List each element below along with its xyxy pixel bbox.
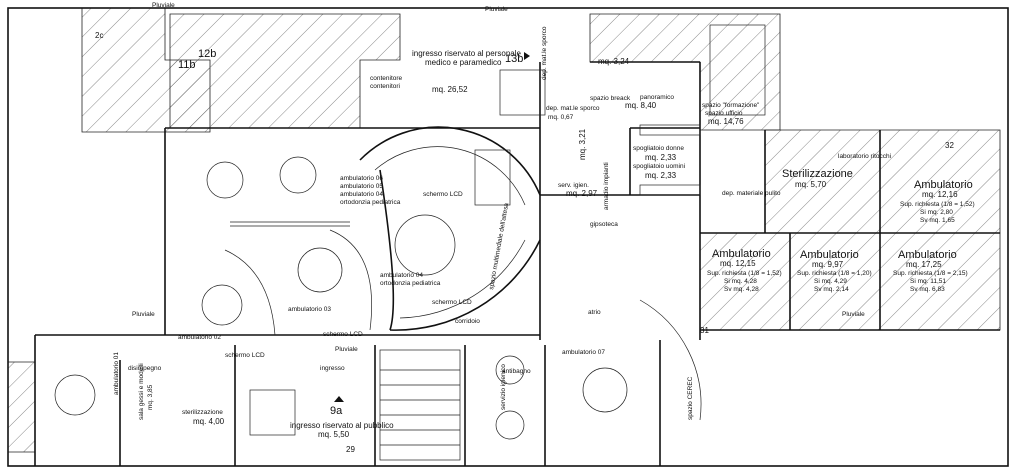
entrance-arrows bbox=[334, 52, 530, 402]
label-sterilizzazione2: sterilizzazione bbox=[182, 409, 223, 416]
label-sterilizzazione: Sterilizzazione bbox=[782, 168, 853, 180]
label-amb-c-sv: Sv mq. 2,14 bbox=[814, 286, 849, 293]
label-pluviale-center: Pluviale bbox=[335, 346, 358, 353]
label-amb-a-si: Si mq. 2,80 bbox=[920, 209, 953, 216]
label-amb-a-mq: mq. 12,16 bbox=[922, 190, 958, 199]
label-laboratorio: laboratorio ritocchi bbox=[838, 153, 891, 160]
label-steril2-mq: mq. 4,00 bbox=[193, 417, 225, 426]
room-labels: 2c Pluviale Pluviale 11b 12b 13b ingress… bbox=[95, 2, 975, 454]
label-amb-a: Ambulatorio bbox=[914, 179, 973, 191]
label-amb-01: ambulatorio 01 bbox=[113, 352, 120, 395]
label-pluviale-left: Pluviale bbox=[132, 311, 155, 318]
label-amb-c-sup: Sup. richiesta (1/8 = 1,20) bbox=[797, 270, 872, 277]
label-amb-d-sv: Sv mq. 6,83 bbox=[910, 286, 945, 293]
label-amb-04a: ambulatorio 04 bbox=[340, 191, 383, 198]
stairs bbox=[380, 369, 460, 446]
label-ufficio-mq: mq. 14,76 bbox=[708, 117, 744, 126]
label-atrio: atrio bbox=[588, 309, 601, 316]
label-steril-mq: mq. 5,70 bbox=[795, 180, 827, 189]
label-amb-b-mq: mq. 12,15 bbox=[720, 259, 756, 268]
label-dep-materiale2: dep. mat.le sporco bbox=[546, 105, 600, 112]
label-gipsoteca: gipsoteca bbox=[590, 221, 618, 228]
label-amb-b-sv: Sv mq. 4,28 bbox=[724, 286, 759, 293]
label-amb-03: ambulatorio 03 bbox=[288, 306, 331, 313]
label-servizio-igienico: servizio igienico bbox=[500, 364, 507, 410]
label-ingresso-pubblico: ingresso riservato al pubblico bbox=[290, 421, 394, 430]
label-dep-materiale1: dep. mat.le sporco bbox=[541, 26, 548, 80]
label-pubblico-mq: mq. 5,50 bbox=[318, 430, 350, 439]
label-mq-2652: mq. 26,52 bbox=[432, 85, 468, 94]
label-amb-05: ambulatorio 05 bbox=[340, 183, 383, 190]
label-amb-c: Ambulatorio bbox=[800, 249, 859, 261]
label-schermo4: schermo LCD bbox=[225, 352, 265, 359]
arrow-13b-icon bbox=[524, 52, 530, 60]
label-medico: medico e paramedico bbox=[425, 58, 502, 67]
label-amb-d-si: Si mq. 11,51 bbox=[910, 278, 946, 285]
label-amb-b: Ambulatorio bbox=[712, 248, 771, 260]
label-dep-materiale2-mq: mq. 0,67 bbox=[548, 114, 574, 121]
label-29: 29 bbox=[346, 445, 355, 454]
label-spazio-breack: spazio breack bbox=[590, 95, 631, 102]
furniture bbox=[54, 24, 766, 461]
label-2c: 2c bbox=[95, 31, 103, 40]
label-sala-gessi: sala gessi e modelli bbox=[138, 363, 145, 420]
label-armadio: armadio impianti bbox=[603, 162, 610, 210]
arrow-9a-icon bbox=[334, 396, 344, 402]
label-pluviale-top2: Pluviale bbox=[485, 6, 508, 13]
label-amb-c-si: Si mq. 4,29 bbox=[814, 278, 847, 285]
label-pluviale-top1: Pluviale bbox=[152, 2, 175, 9]
label-amb-d-sup: Sup. richiesta (1/8 = 2,15) bbox=[893, 270, 968, 277]
label-amb-d-mq: mq. 17,25 bbox=[906, 260, 942, 269]
label-ortodonzia2: ortodonzia pediatrica bbox=[380, 280, 441, 287]
label-formazione: spazio "formazione" bbox=[702, 102, 760, 109]
label-9a: 9a bbox=[330, 405, 343, 417]
label-corridoio: corridoio bbox=[455, 318, 480, 325]
label-contenitore: contenitore bbox=[370, 75, 403, 82]
label-multimediale: spazio multimediale dell'attesa bbox=[488, 202, 510, 290]
label-amb-02: ambulatorio 02 bbox=[178, 334, 221, 341]
label-schermo2: schermo LCD bbox=[432, 299, 472, 306]
walls bbox=[7, 7, 1009, 467]
label-amb-07: ambulatorio 07 bbox=[562, 349, 605, 356]
label-mq-321: mq. 3,21 bbox=[578, 128, 587, 160]
label-contenitore2: contenitori bbox=[370, 83, 400, 90]
label-disimpegno: disimpegno bbox=[128, 365, 162, 372]
label-amb-b-sup: Sup. richiesta (1/8 = 1,52) bbox=[707, 270, 782, 277]
label-11b: 11b bbox=[178, 59, 196, 71]
label-spogliatoio-uomini: spogliatoio uomini bbox=[633, 163, 685, 170]
label-ingresso-personale: ingresso riservato al personale bbox=[412, 49, 521, 58]
label-serv-mq: mq. 2,97 bbox=[566, 189, 598, 198]
label-amb-b-si: Si mq. 4,28 bbox=[724, 278, 757, 285]
label-dep-pulito: dep. materiale pulito bbox=[722, 190, 781, 197]
waiting-curve bbox=[224, 126, 702, 421]
hatched-zones bbox=[7, 7, 1001, 453]
label-uomini-mq: mq. 2,33 bbox=[645, 171, 677, 180]
label-panoramico: panoramico bbox=[640, 94, 674, 101]
label-gessi-mq: mq. 3,85 bbox=[147, 384, 154, 410]
label-schermo1: schermo LCD bbox=[423, 191, 463, 198]
label-amb-04b: ambulatorio 04 bbox=[380, 272, 423, 279]
label-13b: 13b bbox=[505, 53, 523, 65]
label-amb-d: Ambulatorio bbox=[898, 249, 957, 261]
label-spogliatoio-donne: spogliatoio donne bbox=[633, 145, 684, 152]
label-mq-324: mq. 3,24 bbox=[598, 57, 630, 66]
label-amb-06: ambulatorio 06 bbox=[340, 175, 383, 182]
label-32: 32 bbox=[945, 141, 954, 150]
label-schermo3: schermo LCD bbox=[323, 331, 363, 338]
label-serv-igien: serv. igien. bbox=[558, 182, 589, 189]
label-spazio-cerec: spazio CEREC bbox=[687, 376, 694, 420]
label-12b: 12b bbox=[198, 48, 216, 60]
label-spazio-ufficio: spazio ufficio bbox=[705, 110, 743, 117]
label-pluviale-mid: Pluviale bbox=[842, 311, 865, 318]
label-amb-a-sv: Sv mq. 1,65 bbox=[920, 217, 955, 224]
label-donne-mq: mq. 2,33 bbox=[645, 153, 677, 162]
label-ortodonzia1: ortodonzia pediatrica bbox=[340, 199, 401, 206]
label-antibagno: antibagno bbox=[502, 368, 531, 375]
label-amb-a-sup: Sup. richiesta (1/8 = 1,52) bbox=[900, 201, 975, 208]
label-31: 31 bbox=[700, 326, 709, 335]
label-breack-mq: mq. 8,40 bbox=[625, 101, 657, 110]
label-amb-c-mq: mq. 9,97 bbox=[812, 260, 844, 269]
label-ingresso: ingresso bbox=[320, 365, 345, 372]
